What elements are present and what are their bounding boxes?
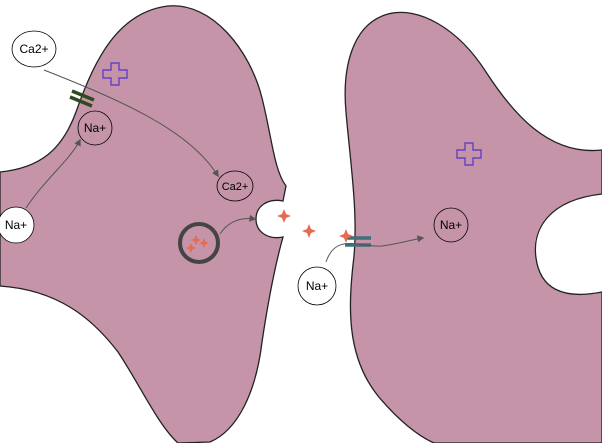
sodium-ion-presynaptic: Na+: [77, 110, 113, 146]
neurotransmitter-icon: [186, 243, 196, 253]
ion-label: Na+: [84, 121, 106, 135]
neurotransmitter-icon: [302, 224, 316, 238]
ion-label: Na+: [306, 279, 328, 293]
ion-label: Ca2+: [222, 181, 249, 193]
sodium-ion-cleft: Na+: [297, 266, 337, 306]
neurotransmitter-icon: [339, 229, 353, 243]
calcium-ion-inside: Ca2+: [216, 170, 254, 202]
calcium-ion-outside: Ca2+: [11, 30, 57, 68]
positive-charge-icon-postsynaptic: [456, 142, 482, 166]
neurotransmitter-icon: [199, 238, 209, 248]
ion-label: Na+: [5, 218, 27, 232]
ion-label: Na+: [440, 218, 462, 232]
calcium-channel-icon: [69, 89, 95, 108]
ion-label: Ca2+: [19, 42, 48, 56]
sodium-ion-outside-left: Na+: [0, 206, 35, 244]
positive-charge-icon-presynaptic: [102, 62, 128, 86]
vesicle-release-arrow: [219, 214, 257, 235]
calcium-influx-arrow: [43, 69, 219, 178]
sodium-ion-postsynaptic: Na+: [433, 207, 469, 243]
sodium-channel-arrow: [325, 235, 425, 263]
neurotransmitter-icon: [277, 209, 291, 223]
sodium-entry-arrow: [25, 138, 81, 209]
neurotransmitter-icon: [191, 235, 201, 245]
